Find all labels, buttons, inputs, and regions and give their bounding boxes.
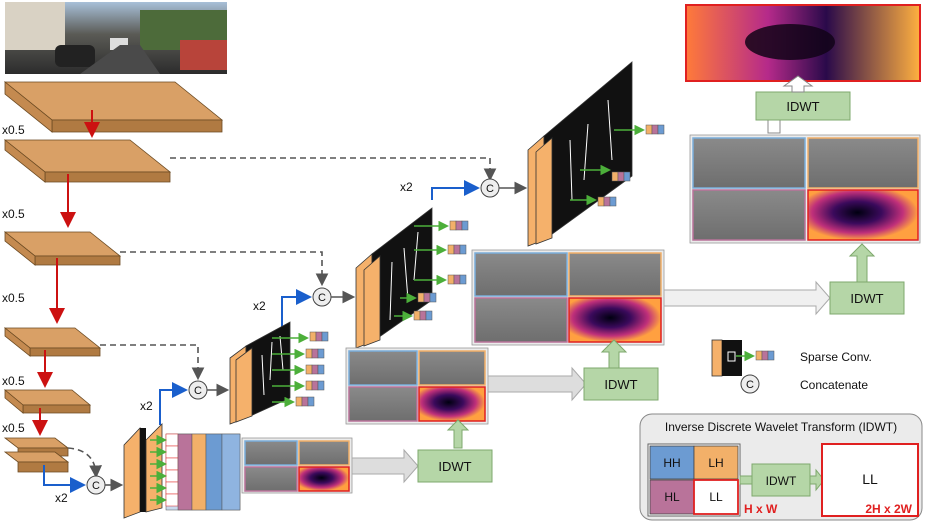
idwt-label-2: IDWT [604,377,637,392]
encoder-plate-6 [3,437,70,473]
idwt-label-4: IDWT [786,99,819,114]
idwt-explainer-title: Inverse Discrete Wavelet Transform (IDWT… [665,420,897,434]
decoder-block-3 [355,207,433,349]
idwt-explainer: Inverse Discrete Wavelet Transform (IDWT… [639,413,923,521]
encoder-plate-3 [3,231,122,266]
hh-label: HH [663,456,680,470]
hl-label: HL [664,490,680,504]
decoder-block-4 [527,61,633,247]
idwt-flow-2: IDWT [487,339,659,402]
idwt-label-3: IDWT [850,291,883,306]
scale-label-1: x0.5 [2,123,25,137]
concat-node-2: C [188,380,208,400]
sparse-features-4 [570,124,665,207]
ll-small-label: LL [709,490,723,504]
concat-node-1: C [86,475,106,495]
idwt-label-1: IDWT [438,459,471,474]
downsample-arrows [32,110,100,436]
svg-text:C: C [194,385,202,397]
concat-node-3: C [312,287,332,307]
legend-concatenate-label: Concatenate [800,378,868,392]
input-rgb-image [5,2,227,74]
legend-sparse-conv-label: Sparse Conv. [800,350,872,364]
input-size-label: H x W [744,502,778,516]
idwt-explainer-op: IDWT [766,474,797,488]
idwt-flow-4: IDWT [755,75,851,134]
output-depth-map [685,4,921,82]
up-label-2: x2 [140,399,153,413]
decoder-block-1 [123,423,163,519]
lh-label: LH [708,456,723,470]
wavelet-panel-1 [241,437,353,494]
svg-text:C: C [746,379,754,391]
output-size-label: 2H x 2W [865,502,912,516]
ll-big-label: LL [862,471,878,487]
up-label-1: x2 [55,491,68,505]
svg-text:C: C [486,183,494,195]
idwt-flow-1: IDWT [351,419,493,484]
legend-sparse-conv: Sparse Conv. [711,339,872,377]
decoder-block-2 [229,321,291,425]
legend-concatenate: C Concatenate [740,374,868,394]
wavelet-panel-3 [471,249,665,346]
wavelet-panel-2 [345,347,489,425]
up-label-4: x2 [400,180,413,194]
scale-label-5: x0.5 [2,421,25,435]
encoder-plate-5 [3,389,92,414]
svg-text:C: C [318,292,326,304]
wavelet-panel-4 [689,134,921,244]
encoder-plate-4 [3,327,102,357]
idwt-flow-3: IDWT [663,243,905,316]
encoder-plate-1 [3,81,224,133]
encoder-plate-2 [3,139,172,183]
concat-node-4: C [480,178,500,198]
scale-label-3: x0.5 [2,291,25,305]
scale-label-4: x0.5 [2,374,25,388]
up-label-3: x2 [253,299,266,313]
svg-text:C: C [92,480,100,492]
skip-connections [67,157,497,479]
upsample-arrows [43,180,480,493]
sparse-features-2 [272,331,329,408]
scale-label-2: x0.5 [2,207,25,221]
concat-out-arrows [105,181,528,492]
sparse-features-3 [394,220,469,322]
sparse-cube-grid-1 [150,433,241,511]
